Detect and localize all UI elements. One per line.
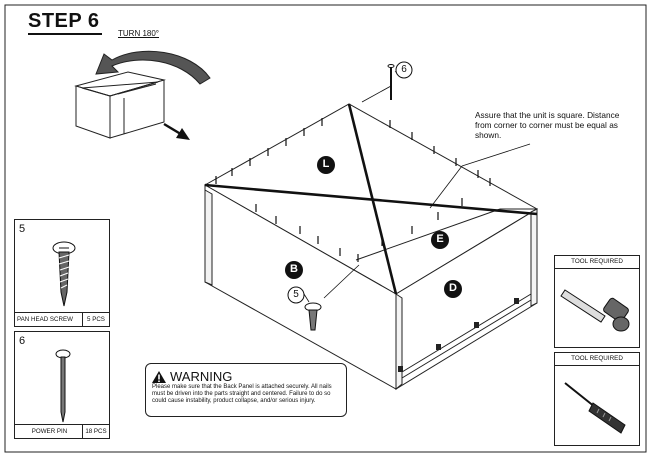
cabinet-drawing bbox=[203, 103, 538, 391]
warning-text: Please make sure that the Back Panel is … bbox=[152, 384, 332, 404]
instruction-leader-line bbox=[429, 165, 463, 209]
panel-label-circle-e bbox=[431, 231, 449, 249]
square-instruction: Assure that the unit is square. Distance… bbox=[475, 110, 620, 140]
tool-box-hammer: TOOL REQUIRED bbox=[554, 255, 640, 348]
part-name: PAN HEAD SCREW bbox=[15, 313, 83, 326]
pan-head-screw-icon bbox=[52, 241, 76, 307]
callout-circle-5 bbox=[287, 286, 305, 304]
tool-header: TOOL REQUIRED bbox=[555, 256, 639, 269]
drawer-thumbnail bbox=[74, 71, 166, 139]
turn-arrow bbox=[95, 50, 211, 85]
part-qty: 5 PCS bbox=[87, 316, 105, 323]
part-footer: PAN HEAD SCREW 5 PCS bbox=[15, 312, 109, 326]
panel-label-l: L bbox=[322, 158, 330, 170]
panel-label-e: E bbox=[436, 233, 444, 245]
part-box-5: 5 PAN HEAD SCREW 5 PCS bbox=[14, 219, 110, 327]
step-title: STEP 6 bbox=[28, 10, 100, 32]
panel-label-b: B bbox=[290, 263, 298, 275]
part-footer: POWER PIN 18 PCS bbox=[15, 424, 109, 438]
sheet-border bbox=[4, 4, 647, 453]
warning-triangle-icon bbox=[152, 370, 166, 383]
callout-number-6: 6 bbox=[401, 64, 407, 75]
panel-label-d: D bbox=[449, 282, 457, 294]
warning-title: WARNING bbox=[170, 369, 233, 384]
callout-number-5: 5 bbox=[293, 289, 299, 300]
part-box-6: 6 POWER PIN 18 PCS bbox=[14, 331, 110, 439]
pin-leader-line bbox=[361, 85, 392, 103]
screw-callout-drawing bbox=[304, 302, 322, 331]
screwdriver-icon bbox=[564, 382, 626, 434]
bracket-marks bbox=[398, 298, 519, 372]
diagonal-lines bbox=[204, 103, 538, 295]
direction-arrow bbox=[163, 122, 190, 140]
callout-circle-6 bbox=[395, 61, 413, 79]
turn-label: TURN 180° bbox=[118, 29, 159, 38]
part-name: POWER PIN bbox=[15, 425, 83, 438]
panel-label-circle-b bbox=[285, 261, 303, 279]
part-number: 5 bbox=[19, 223, 26, 235]
tool-header: TOOL REQUIRED bbox=[555, 353, 639, 366]
part-number: 6 bbox=[19, 335, 26, 347]
tool-box-screwdriver: TOOL REQUIRED bbox=[554, 352, 640, 446]
warning-box: WARNING Please make sure that the Back P… bbox=[145, 363, 347, 417]
panel-label-circle-d bbox=[444, 280, 462, 298]
hammer-icon bbox=[560, 289, 630, 332]
pin-marks bbox=[215, 118, 491, 262]
screw-leader-line bbox=[323, 264, 360, 299]
warning-header: WARNING bbox=[152, 369, 232, 384]
part-qty: 18 PCS bbox=[85, 428, 107, 435]
title-underline bbox=[28, 33, 102, 35]
panel-label-circle-l bbox=[317, 156, 335, 174]
power-pin-icon bbox=[55, 349, 71, 423]
